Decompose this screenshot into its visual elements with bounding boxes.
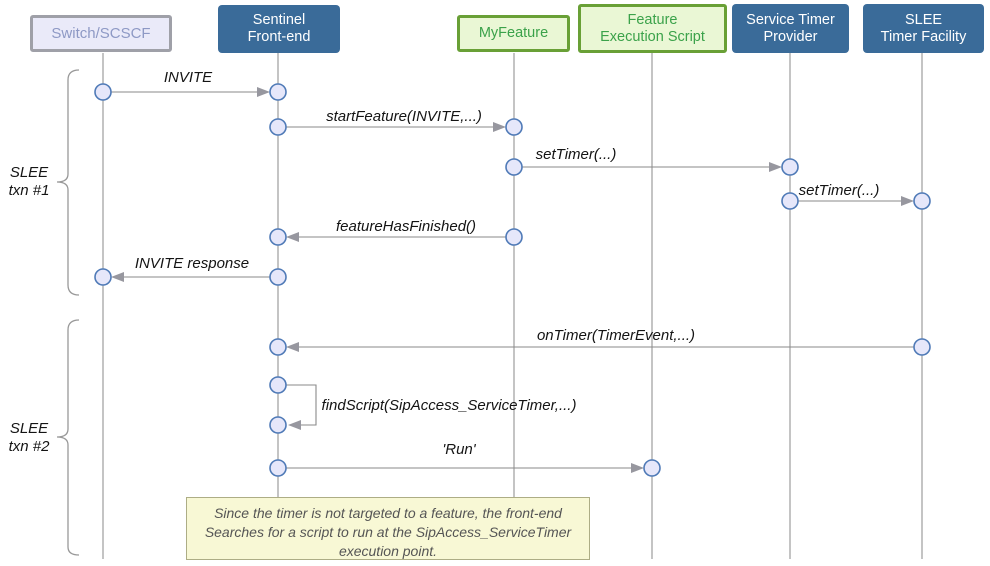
lifelines bbox=[102, 53, 923, 559]
brace-slee-txn-2 bbox=[56, 319, 80, 556]
actor-service-timer-provider: Service Timer Provider bbox=[732, 4, 849, 53]
actor-label: Sentinel Front-end bbox=[247, 12, 311, 45]
activation-node bbox=[505, 118, 523, 136]
activation-nodes bbox=[94, 83, 931, 477]
activation-node bbox=[269, 228, 287, 246]
message-arrow-findscript-self bbox=[286, 384, 317, 430]
actor-label: SLEE Timer Facility bbox=[880, 11, 967, 45]
activation-node bbox=[269, 376, 287, 394]
note-box: Since the timer is not targeted to a fea… bbox=[186, 497, 590, 560]
message-label-run: 'Run' bbox=[442, 441, 476, 458]
group-label-slee-txn-2: SLEE txn #2 bbox=[8, 420, 50, 455]
message-label-ontimer: onTimer(TimerEvent,...) bbox=[536, 327, 696, 344]
activation-node bbox=[505, 228, 523, 246]
message-label-invite: INVITE bbox=[163, 69, 213, 86]
activation-node bbox=[913, 338, 931, 356]
activation-node bbox=[269, 268, 287, 286]
activation-node bbox=[269, 338, 287, 356]
activation-node bbox=[94, 83, 112, 101]
activation-node bbox=[269, 118, 287, 136]
actor-label: Service Timer Provider bbox=[746, 11, 835, 45]
activation-node bbox=[781, 158, 799, 176]
actor-label: MyFeature bbox=[478, 25, 549, 41]
message-label-settimer-2: setTimer(...) bbox=[798, 182, 880, 199]
actor-switch-scscf: Switch/SCSCF bbox=[30, 15, 172, 52]
actor-label: Switch/SCSCF bbox=[51, 25, 151, 42]
brace-slee-txn-1 bbox=[56, 69, 80, 296]
message-label-featurehasfinished: featureHasFinished() bbox=[335, 218, 477, 235]
activation-node bbox=[269, 459, 287, 477]
actor-feature-execution-script: Feature Execution Script bbox=[578, 4, 727, 53]
actor-myfeature: MyFeature bbox=[457, 15, 570, 52]
actor-sentinel-front-end: Sentinel Front-end bbox=[218, 5, 340, 53]
actor-slee-timer-facility: SLEE Timer Facility bbox=[863, 4, 984, 53]
activation-node bbox=[94, 268, 112, 286]
actor-label: Feature Execution Script bbox=[600, 11, 705, 45]
message-label-startfeature: startFeature(INVITE,...) bbox=[326, 108, 482, 125]
message-label-findscript: findScript(SipAccess_ServiceTimer,...) bbox=[321, 397, 577, 414]
activation-node bbox=[643, 459, 661, 477]
activation-node bbox=[781, 192, 799, 210]
message-label-settimer-1: setTimer(...) bbox=[535, 146, 617, 163]
message-arrows bbox=[111, 87, 914, 473]
group-label-slee-txn-1: SLEE txn #1 bbox=[8, 164, 50, 199]
message-label-invite-response: INVITE response bbox=[134, 255, 250, 272]
group-braces bbox=[56, 69, 80, 556]
activation-node bbox=[913, 192, 931, 210]
activation-node bbox=[269, 416, 287, 434]
activation-node bbox=[505, 158, 523, 176]
activation-node bbox=[269, 83, 287, 101]
